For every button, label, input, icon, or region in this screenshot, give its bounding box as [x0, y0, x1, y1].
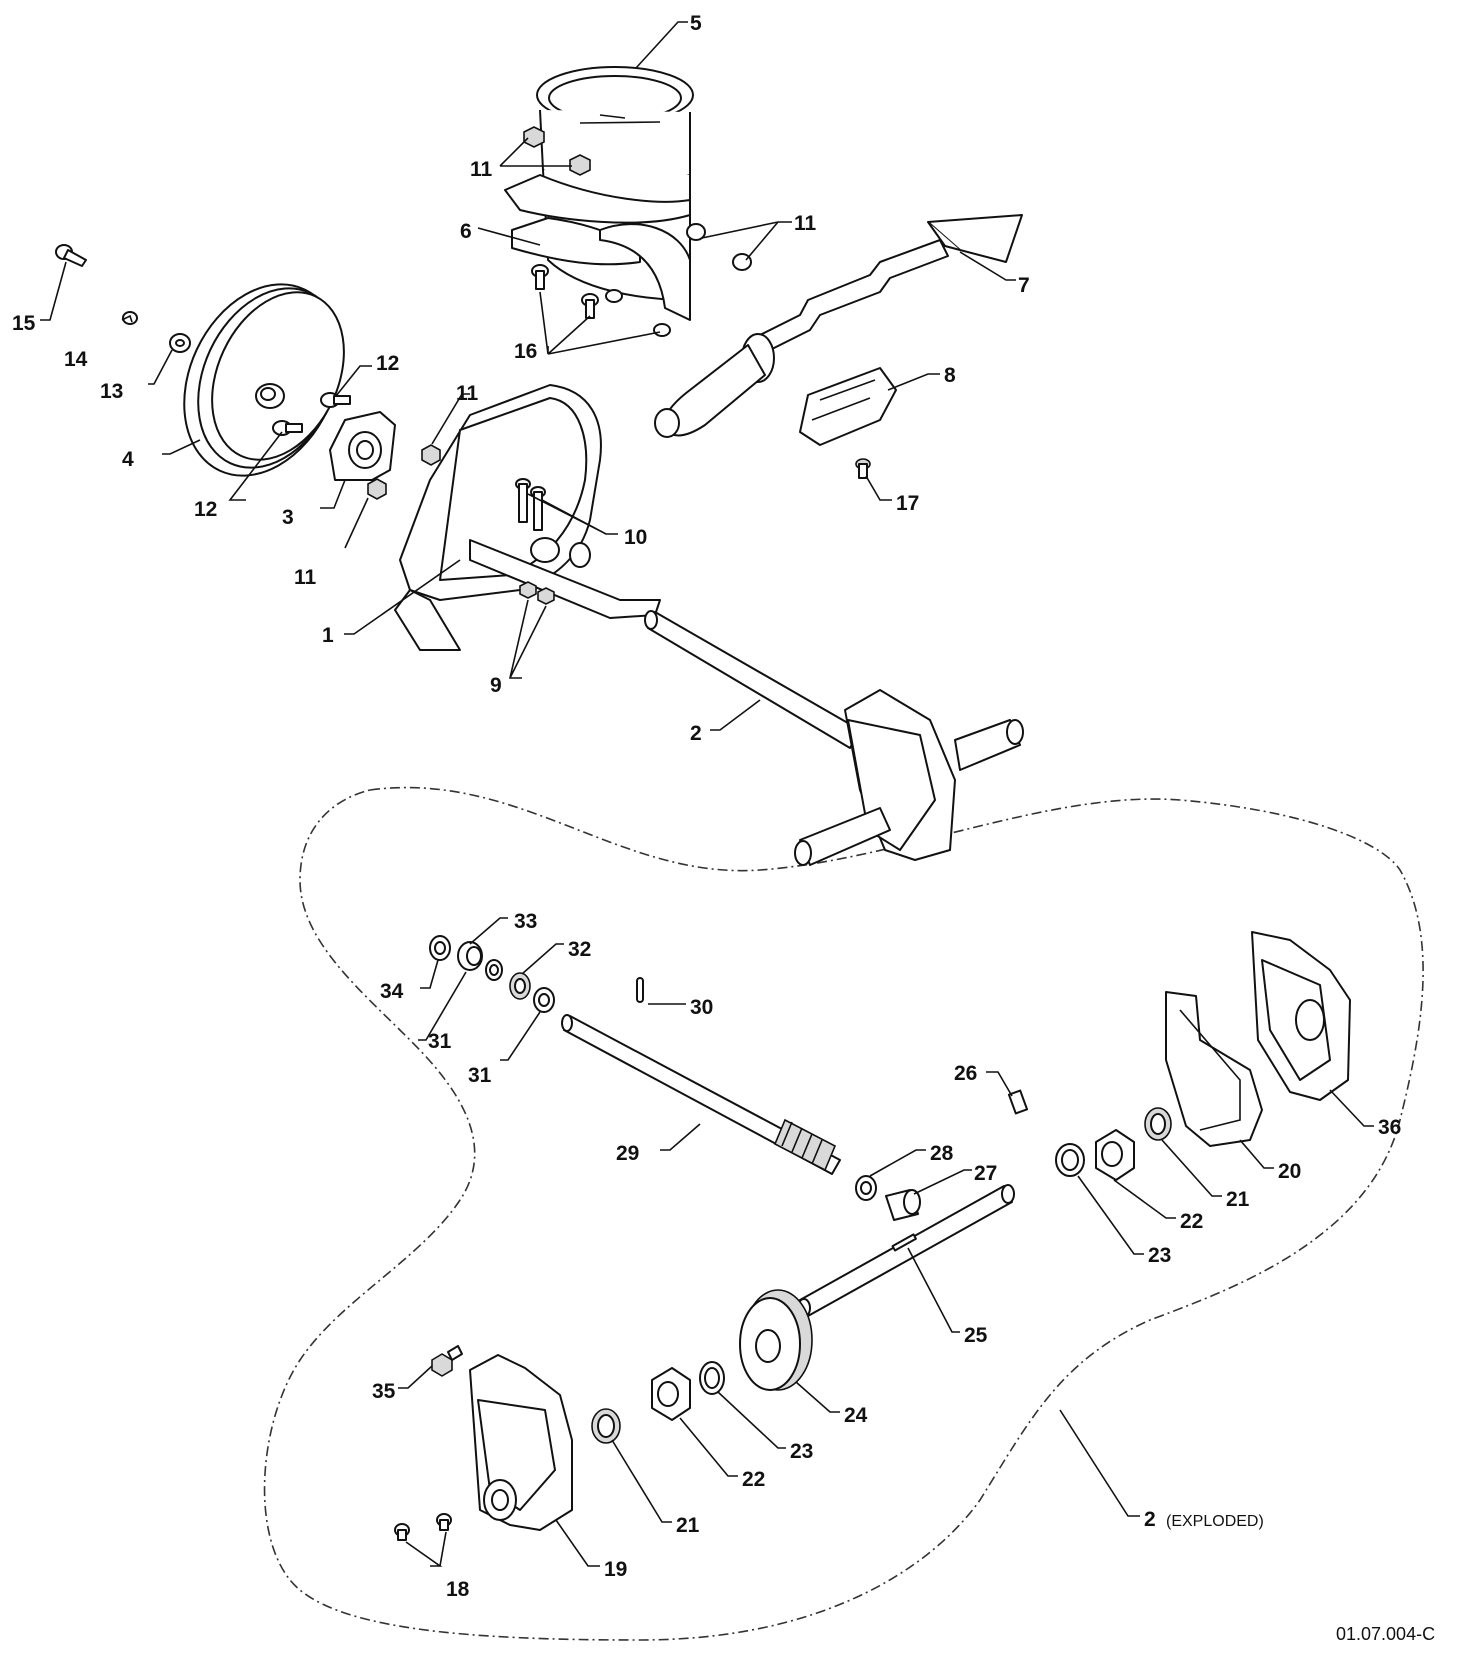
- callout-27: 27: [974, 1162, 997, 1185]
- chute: [504, 66, 694, 301]
- chute-housing: [394, 384, 661, 651]
- callout-18: 18: [446, 1578, 470, 1601]
- callout-4: 4: [122, 448, 134, 471]
- gearbox-housing-half: [1251, 931, 1351, 1101]
- callout-22: 22: [742, 1468, 765, 1491]
- callout-7: 7: [1018, 274, 1030, 297]
- callout-19: 19: [604, 1558, 627, 1581]
- callout-28: 28: [930, 1142, 954, 1165]
- callout-2-note: (EXPLODED): [1166, 1513, 1264, 1530]
- callout-24: 24: [844, 1404, 868, 1427]
- callout-21: 21: [676, 1514, 700, 1537]
- gearbox-assembly: [644, 610, 1024, 866]
- bolt-icon: [55, 244, 87, 267]
- callout-2: 2: [690, 722, 702, 745]
- callout-13: 13: [100, 380, 123, 403]
- callout-labels: 5 11 6 11 7 16 8 12 11 15 14 13 4 12 3 1…: [12, 12, 1435, 1644]
- document-number: 01.07.004-C: [1336, 1624, 1435, 1644]
- seal-icon: [591, 1408, 621, 1444]
- callout-17: 17: [896, 492, 919, 515]
- gasket: [1165, 991, 1263, 1147]
- callout-9: 9: [490, 674, 502, 697]
- gearbox-housing-half: [469, 1354, 573, 1531]
- nut-icon: [519, 581, 555, 605]
- callout-6: 6: [460, 220, 472, 243]
- exploded-view-boundary: [263, 786, 1424, 1641]
- callout-25: 25: [964, 1324, 988, 1347]
- plug-icon: [394, 1513, 452, 1541]
- chute-plate: [511, 217, 641, 266]
- callout-20: 20: [1278, 1160, 1301, 1183]
- bushing-icon: [885, 1189, 921, 1221]
- grease-fitting-icon: [431, 1345, 463, 1377]
- seal-icon: [1144, 1107, 1172, 1141]
- callout-11: 11: [470, 158, 493, 181]
- callout-35: 35: [372, 1380, 396, 1403]
- worm-gear: [739, 1289, 813, 1391]
- callout-21: 21: [1226, 1188, 1250, 1211]
- callout-8: 8: [944, 364, 956, 387]
- callout-12: 12: [194, 498, 217, 521]
- bolt-icon: [515, 478, 546, 531]
- callout-26: 26: [954, 1062, 977, 1085]
- callout-32: 32: [568, 938, 591, 961]
- callout-30: 30: [690, 996, 713, 1019]
- exploded-washers-left: [429, 935, 555, 1013]
- chute-deflector-side: [599, 223, 691, 321]
- callout-23: 23: [1148, 1244, 1171, 1267]
- key-icon: [1007, 1089, 1029, 1115]
- callout-34: 34: [380, 980, 404, 1003]
- callout-36: 36: [1378, 1116, 1401, 1139]
- screw-icon: [855, 458, 871, 479]
- callout-14: 14: [64, 348, 88, 371]
- carriage-bolt-icon: [531, 264, 671, 337]
- callout-15: 15: [12, 312, 36, 335]
- callout-11: 11: [456, 382, 479, 405]
- pin-icon: [636, 977, 644, 1003]
- callout-11: 11: [794, 212, 817, 235]
- callout-31: 31: [468, 1064, 492, 1087]
- callout-2: 2: [1144, 1508, 1156, 1531]
- callout-10: 10: [624, 526, 647, 549]
- callout-31: 31: [428, 1030, 452, 1053]
- callout-22: 22: [1180, 1210, 1203, 1233]
- callout-23: 23: [790, 1440, 813, 1463]
- callout-16: 16: [514, 340, 537, 363]
- worm-shaft: [561, 1014, 841, 1175]
- callout-29: 29: [616, 1142, 639, 1165]
- washer-icon: [169, 333, 191, 353]
- bearing-icon: [651, 1367, 691, 1421]
- callout-5: 5: [690, 12, 702, 35]
- bolt-icon: [272, 392, 351, 436]
- leader-lines: [40, 21, 1374, 1567]
- callout-12: 12: [376, 352, 399, 375]
- callout-1: 1: [322, 624, 334, 647]
- washer-icon: [1055, 1143, 1085, 1177]
- chute-control-rod: [654, 214, 1023, 438]
- callout-33: 33: [514, 910, 537, 933]
- callout-11: 11: [294, 566, 317, 589]
- bearing-icon: [1095, 1129, 1135, 1181]
- washer-icon: [855, 1175, 877, 1201]
- callout-3: 3: [282, 506, 294, 529]
- nut-icon: [367, 444, 441, 500]
- washer-icon: [699, 1361, 725, 1395]
